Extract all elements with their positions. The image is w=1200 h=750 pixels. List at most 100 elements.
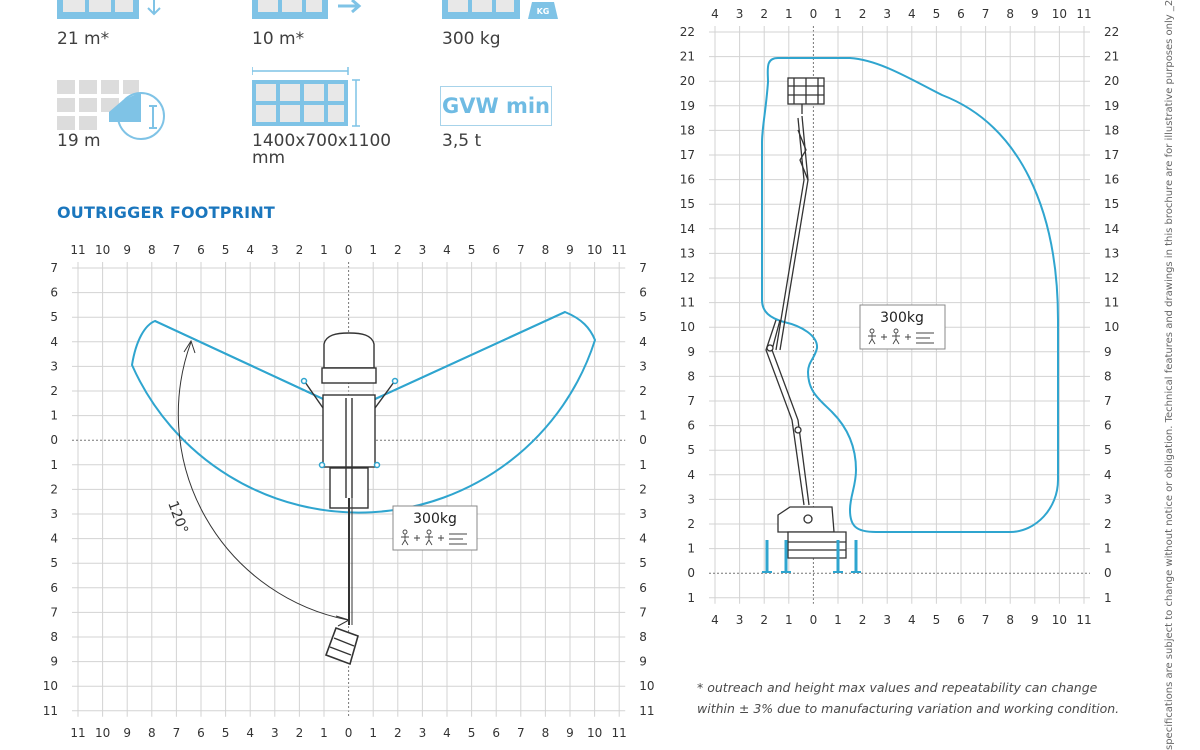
y-tick-label-left: 2 xyxy=(687,517,695,531)
x-tick-label-top: 7 xyxy=(517,243,525,257)
y-tick-label-right: 7 xyxy=(639,261,647,275)
x-tick-label-top: 3 xyxy=(271,243,279,257)
x-tick-label-top: 3 xyxy=(883,7,891,21)
footprint-load-box: 300kg xyxy=(392,505,478,551)
y-tick-label-right: 11 xyxy=(1104,296,1119,310)
y-tick-label-left: 4 xyxy=(687,468,695,482)
x-tick-label-top: 11 xyxy=(70,243,85,257)
y-tick-label-left: 5 xyxy=(50,310,58,324)
x-tick-label-bottom: 3 xyxy=(419,726,427,740)
y-tick-label-left: 7 xyxy=(687,394,695,408)
x-tick-label-top: 4 xyxy=(711,7,719,21)
footprint-tick-labels: 1111101099887766554433221100112233445566… xyxy=(43,243,655,740)
capacity-icon-text: KG xyxy=(537,7,550,16)
y-tick-label-left: 7 xyxy=(50,261,58,275)
x-tick-label-top: 10 xyxy=(587,243,602,257)
y-tick-label-left: 1 xyxy=(687,591,695,605)
platform-height-value: 19 m xyxy=(57,131,101,151)
gvw-value: 3,5 t xyxy=(442,131,482,151)
y-tick-label-left: 14 xyxy=(680,222,695,236)
x-tick-label-top: 10 xyxy=(1052,7,1067,21)
y-tick-label-right: 11 xyxy=(639,704,654,718)
x-tick-label-bottom: 8 xyxy=(1006,613,1014,627)
x-tick-label-bottom: 4 xyxy=(443,726,451,740)
footprint-title: OUTRIGGER FOOTPRINT xyxy=(57,203,276,222)
x-tick-label-bottom: 2 xyxy=(760,613,768,627)
footprint-load-label: 300kg xyxy=(413,511,457,527)
x-tick-label-top: 1 xyxy=(785,7,793,21)
x-tick-label-top: 9 xyxy=(566,243,574,257)
y-tick-label-right: 0 xyxy=(1104,566,1112,580)
y-tick-label-left: 8 xyxy=(50,630,58,644)
y-tick-label-left: 17 xyxy=(680,148,695,162)
x-tick-label-bottom: 6 xyxy=(197,726,205,740)
x-tick-label-bottom: 5 xyxy=(222,726,230,740)
y-tick-label-right: 0 xyxy=(639,433,647,447)
x-tick-label-bottom: 2 xyxy=(296,726,304,740)
x-tick-label-top: 3 xyxy=(736,7,744,21)
footprint-working-area xyxy=(130,310,597,514)
envelope-operator-plus-operator-plus-tools-icon xyxy=(868,328,934,345)
x-tick-label-bottom: 6 xyxy=(492,726,500,740)
x-tick-label-top: 8 xyxy=(1006,7,1014,21)
y-tick-label-left: 9 xyxy=(50,655,58,669)
y-tick-label-left: 10 xyxy=(680,320,695,334)
basket-size-value-line1: 1400x700x1100 xyxy=(252,131,392,151)
x-tick-label-top: 1 xyxy=(369,243,377,257)
x-tick-label-bottom: 1 xyxy=(369,726,377,740)
x-tick-label-bottom: 10 xyxy=(1052,613,1067,627)
y-tick-label-right: 19 xyxy=(1104,99,1119,113)
y-tick-label-left: 1 xyxy=(50,409,58,423)
y-tick-label-left: 16 xyxy=(680,173,695,187)
y-tick-label-left: 11 xyxy=(43,704,58,718)
x-tick-label-top: 7 xyxy=(982,7,990,21)
x-tick-label-top: 8 xyxy=(148,243,156,257)
y-tick-label-left: 5 xyxy=(687,443,695,457)
capacity-icon: KG xyxy=(442,0,558,19)
envelope-working-area xyxy=(761,57,1059,533)
x-tick-label-top: 11 xyxy=(612,243,627,257)
legal-side-note: specifications are subject to change wit… xyxy=(1164,0,1175,750)
y-tick-label-right: 17 xyxy=(1104,148,1119,162)
x-tick-label-bottom: 1 xyxy=(834,613,842,627)
y-tick-label-right: 3 xyxy=(639,507,647,521)
x-tick-label-bottom: 9 xyxy=(1031,613,1039,627)
y-tick-label-left: 2 xyxy=(50,482,58,496)
footnote-line-1: * outreach and height max values and rep… xyxy=(697,680,1098,695)
x-tick-label-top: 2 xyxy=(760,7,768,21)
y-tick-label-right: 9 xyxy=(1104,345,1112,359)
x-tick-label-top: 9 xyxy=(123,243,131,257)
y-tick-label-left: 7 xyxy=(50,605,58,619)
y-tick-label-left: 3 xyxy=(50,507,58,521)
x-tick-label-top: 2 xyxy=(394,243,402,257)
y-tick-label-right: 3 xyxy=(1104,492,1112,506)
x-tick-label-bottom: 7 xyxy=(173,726,181,740)
x-tick-label-top: 3 xyxy=(419,243,427,257)
x-tick-label-bottom: 7 xyxy=(517,726,525,740)
y-tick-label-left: 1 xyxy=(687,542,695,556)
working-height-icon xyxy=(57,0,161,19)
y-tick-label-left: 0 xyxy=(687,566,695,580)
x-tick-label-top: 1 xyxy=(320,243,328,257)
y-tick-label-left: 8 xyxy=(687,369,695,383)
x-tick-label-top: 0 xyxy=(345,243,353,257)
y-tick-label-left: 21 xyxy=(680,50,695,64)
y-tick-label-right: 20 xyxy=(1104,74,1119,88)
y-tick-label-left: 3 xyxy=(687,492,695,506)
y-tick-label-right: 5 xyxy=(639,310,647,324)
y-tick-label-right: 1 xyxy=(639,458,647,472)
x-tick-label-bottom: 1 xyxy=(320,726,328,740)
y-tick-label-left: 0 xyxy=(50,433,58,447)
y-tick-label-left: 6 xyxy=(50,581,58,595)
y-tick-label-right: 21 xyxy=(1104,50,1119,64)
outrigger-footprint-diagram: 1111101099887766554433221100112233445566… xyxy=(43,243,655,740)
y-tick-label-right: 5 xyxy=(639,556,647,570)
outreach-icon xyxy=(252,0,362,19)
x-tick-label-bottom: 3 xyxy=(736,613,744,627)
x-tick-label-bottom: 4 xyxy=(711,613,719,627)
y-tick-label-right: 7 xyxy=(1104,394,1112,408)
y-tick-label-right: 4 xyxy=(639,532,647,546)
y-tick-label-right: 2 xyxy=(639,384,647,398)
x-tick-label-top: 5 xyxy=(222,243,230,257)
